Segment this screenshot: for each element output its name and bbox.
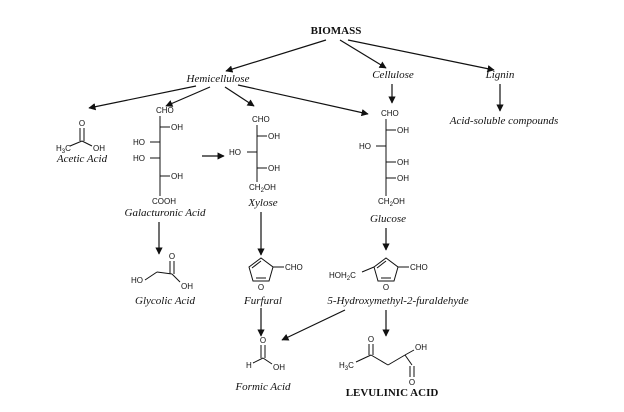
glycolic-oh: OH bbox=[181, 282, 193, 291]
galacturonic-oh-1: OH bbox=[171, 123, 183, 132]
levulinic-o-ketone: O bbox=[368, 335, 374, 344]
formic-acid-label: Formic Acid bbox=[234, 381, 291, 393]
hmf-label: 5-Hydroxymethyl-2-furaldehyde bbox=[327, 295, 468, 307]
furfural-o: O bbox=[258, 283, 264, 292]
arrow-biomass-hemicellulose bbox=[225, 39, 327, 73]
hmf-o: O bbox=[383, 283, 389, 292]
xylose-ch2oh: CH2OH bbox=[249, 183, 276, 194]
cellulose-label: Cellulose bbox=[372, 69, 414, 81]
glycolic-o: O bbox=[169, 252, 175, 261]
xylose-structure: CHO OH HO OH CH2OH bbox=[229, 115, 280, 194]
furfural-cho: CHO bbox=[285, 263, 303, 272]
levulinic-oh: OH bbox=[415, 343, 427, 352]
galacturonic-oh-4: OH bbox=[171, 172, 183, 181]
acetic-h3c: H3C bbox=[56, 144, 71, 155]
glucose-oh-1: OH bbox=[397, 126, 409, 135]
glucose-cho: CHO bbox=[381, 109, 399, 118]
xylose-oh-1: OH bbox=[268, 132, 280, 141]
formic-h: H bbox=[246, 361, 252, 370]
hmf-structure: HOH2C O CHO bbox=[329, 257, 428, 292]
galacturonic-acid-label: Galacturonic Acid bbox=[125, 207, 206, 219]
galacturonic-acid-structure: CHO OH HO HO OH COOH bbox=[133, 106, 183, 206]
arrow-biomass-cellulose bbox=[339, 39, 387, 69]
galacturonic-ho-2: HO bbox=[133, 138, 145, 147]
furfural-label: Furfural bbox=[243, 295, 282, 307]
glucose-oh-3: OH bbox=[397, 158, 409, 167]
hmf-cho: CHO bbox=[410, 263, 428, 272]
arrow-hmf-formic bbox=[281, 309, 346, 341]
arrow-hemicellulose-glucose bbox=[237, 84, 369, 117]
formic-acid-structure: O H OH bbox=[246, 336, 285, 372]
xylose-label: Xylose bbox=[247, 197, 277, 209]
xylose-cho: CHO bbox=[252, 115, 270, 124]
levulinic-acid-label: LEVULINIC ACID bbox=[346, 387, 439, 399]
xylose-ho-2: HO bbox=[229, 148, 241, 157]
levulinic-o-acid: O bbox=[409, 378, 415, 387]
furfural-structure: O CHO bbox=[248, 257, 303, 292]
arrow-hemicellulose-xylose bbox=[224, 86, 255, 107]
glycolic-acid-label: Glycolic Acid bbox=[135, 295, 195, 307]
xylose-oh-3: OH bbox=[268, 164, 280, 173]
levulinic-h3c: H3C bbox=[339, 361, 354, 372]
biomass-title: BIOMASS bbox=[311, 25, 362, 37]
arrow-biomass-lignin bbox=[347, 39, 495, 73]
arrow-hemicellulose-galacturonic bbox=[165, 86, 211, 107]
acetic-acid-label: Acetic Acid bbox=[56, 153, 108, 165]
galacturonic-cho: CHO bbox=[156, 106, 174, 115]
glucose-structure: CHO OH HO OH OH CH2OH bbox=[359, 109, 409, 208]
acetic-acid-structure: O H3C OH bbox=[56, 119, 105, 155]
glucose-ho-2: HO bbox=[359, 142, 371, 151]
reaction-arrows bbox=[88, 39, 504, 341]
lignin-label: Lignin bbox=[485, 69, 515, 81]
levulinic-acid-structure: O H3C OH O bbox=[339, 335, 427, 387]
acetic-o: O bbox=[79, 119, 85, 128]
glucose-label: Glucose bbox=[370, 213, 406, 225]
formic-oh: OH bbox=[273, 363, 285, 372]
glycolic-acid-structure: O HO OH bbox=[131, 252, 193, 291]
hmf-hoh2c: HOH2C bbox=[329, 271, 356, 282]
formic-o: O bbox=[260, 336, 266, 345]
galacturonic-cooh: COOH bbox=[152, 197, 176, 206]
acid-soluble-compounds-label: Acid-soluble compounds bbox=[449, 115, 558, 127]
glycolic-ho: HO bbox=[131, 276, 143, 285]
acetic-oh: OH bbox=[93, 144, 105, 153]
arrow-hemicellulose-acetic bbox=[88, 85, 197, 111]
hemicellulose-label: Hemicellulose bbox=[186, 73, 250, 85]
glucose-oh-4: OH bbox=[397, 174, 409, 183]
galacturonic-ho-3: HO bbox=[133, 154, 145, 163]
glucose-ch2oh: CH2OH bbox=[378, 197, 405, 208]
